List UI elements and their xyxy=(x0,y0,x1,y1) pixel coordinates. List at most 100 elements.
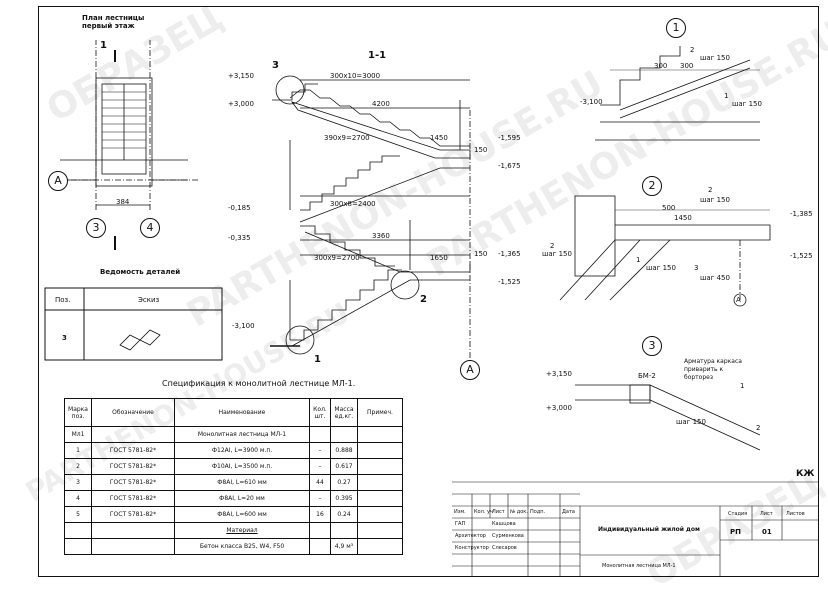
spec-col-note: Примеч. xyxy=(357,398,403,427)
callout-3: 3 xyxy=(272,60,279,71)
stair-dimension: 300x9=2700 xyxy=(314,254,360,262)
detail-note: шаг 150 xyxy=(646,264,676,272)
detail-note: шаг 450 xyxy=(700,274,730,282)
stair-dimension: 4200 xyxy=(372,100,390,108)
detail-note: 2 xyxy=(708,186,713,194)
section-title: 1-1 xyxy=(368,50,387,61)
level-mark: -1,525 xyxy=(790,252,813,260)
spec-cell: ГОСТ 5781-82* xyxy=(91,506,175,523)
spec-cell: 0.888 xyxy=(330,442,358,459)
spec-cell: 0.395 xyxy=(330,490,358,507)
detail-note: -3,100 xyxy=(580,98,603,106)
spec-cell: ГОСТ 5781-82* xyxy=(91,458,175,475)
level-mark: -1,675 xyxy=(498,162,521,170)
detail-note: БМ-2 xyxy=(638,372,656,380)
spec-cell xyxy=(357,522,403,539)
level-mark: -0,335 xyxy=(228,234,251,242)
level-mark: +3,150 xyxy=(228,72,254,80)
stair-dimension: 3360 xyxy=(372,232,390,240)
spec-cell xyxy=(357,506,403,523)
spec-cell xyxy=(357,538,403,555)
spec-cell: Ф8АI, L=600 мм xyxy=(174,506,310,523)
level-mark: +3,000 xyxy=(228,100,254,108)
spec-cell: 5 xyxy=(64,506,92,523)
spec-cell xyxy=(330,426,358,443)
detail-note: 1 xyxy=(724,92,729,100)
level-mark: -1,595 xyxy=(498,134,521,142)
spec-cell xyxy=(64,538,92,555)
spec-cell xyxy=(309,426,331,443)
spec-cell: 16 xyxy=(309,506,331,523)
spec-cell xyxy=(309,522,331,539)
spec-cell xyxy=(91,426,175,443)
spec-cell xyxy=(91,522,175,539)
spec-cell: – xyxy=(309,458,331,475)
axis-bubble-a: А xyxy=(48,171,68,191)
detail-note: 1 xyxy=(636,256,641,264)
titleblock-role: ГАП xyxy=(455,521,466,527)
spec-cell: ГОСТ 5781-82* xyxy=(91,474,175,491)
spec-cell: 0.617 xyxy=(330,458,358,475)
spec-cell xyxy=(357,426,403,443)
spec-col-mass: Масса ед.кг. xyxy=(330,398,358,427)
spec-col-name: Наименование xyxy=(174,398,310,427)
stair-dimension: 150 xyxy=(474,250,488,258)
project-name: Индивидуальный жилой дом xyxy=(598,526,700,533)
stair-dimension: 150 xyxy=(474,146,488,154)
titleblock-role: Конструктор xyxy=(455,545,489,551)
detail-note: 2 xyxy=(690,46,695,54)
detail-note: шаг 150 xyxy=(732,100,762,108)
spec-cell: – xyxy=(309,442,331,459)
stair-dimension: 390x9=2700 xyxy=(324,134,370,142)
spec-cell: Ф8АI, L=20 мм xyxy=(174,490,310,507)
sheet-code: КЖ xyxy=(796,469,815,479)
detail-note: 2 xyxy=(756,424,761,432)
spec-cell: Ф8АI, L=610 мм xyxy=(174,474,310,491)
spec-cell: 2 xyxy=(64,458,92,475)
titleblock-row-label: № док. xyxy=(510,509,528,515)
detail-note: шаг 150 xyxy=(542,250,572,258)
spec-cell: 4,9 м³ xyxy=(330,538,358,555)
spec-cell xyxy=(357,458,403,475)
spec-cell xyxy=(357,490,403,507)
detail-bubble-2: 2 xyxy=(642,176,662,196)
callout-1: 1 xyxy=(314,354,321,365)
spec-cell: ГОСТ 5781-82* xyxy=(91,442,175,459)
spec-cell: 4 xyxy=(64,490,92,507)
spec-row: Материал xyxy=(64,522,403,539)
level-mark: +3,150 xyxy=(546,370,572,378)
spec-cell xyxy=(91,538,175,555)
spec-cell: Мл1 xyxy=(64,426,92,443)
sheet-value: 01 xyxy=(762,528,772,536)
spec-col-mark: Марка поз. xyxy=(64,398,92,427)
detail-note: А xyxy=(736,296,741,304)
detail-note: 2 xyxy=(550,242,555,250)
spec-title: Спецификация к монолитной лестнице МЛ-1. xyxy=(162,379,356,388)
spec-cell xyxy=(357,442,403,459)
parts-col-sketch: Эскиз xyxy=(138,296,160,304)
stair-dimension: 300x8=2400 xyxy=(330,200,376,208)
spec-cell: 1 xyxy=(64,442,92,459)
stage-value: РП xyxy=(730,528,741,536)
spec-cell: 0.24 xyxy=(330,506,358,523)
detail-note: 300 xyxy=(680,62,694,70)
detail-bubble-1: 1 xyxy=(666,18,686,38)
spec-cell: Материал xyxy=(174,522,310,539)
titleblock-person: Кашцова xyxy=(492,521,516,527)
detail-note: шаг 150 xyxy=(700,196,730,204)
level-mark: -1,385 xyxy=(790,210,813,218)
spec-table: Марка поз. Обозначение Наименование Кол.… xyxy=(64,398,403,555)
detail-note: 1450 xyxy=(674,214,692,222)
spec-cell: – xyxy=(309,490,331,507)
titleblock-role: Архитектор xyxy=(455,533,486,539)
detail-note: 3 xyxy=(694,264,699,272)
level-mark: +3,000 xyxy=(546,404,572,412)
plan-section-mark: 1 xyxy=(100,40,107,51)
axis-bubble-4: 4 xyxy=(140,218,160,238)
